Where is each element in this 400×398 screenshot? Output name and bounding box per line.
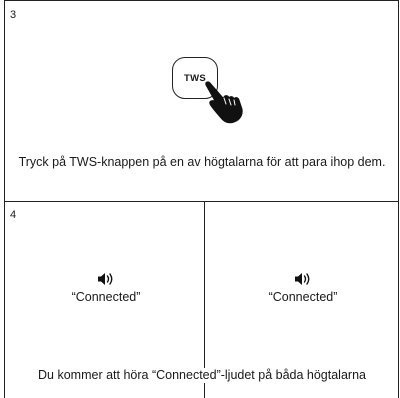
step-3-number: 3 bbox=[10, 9, 17, 21]
pointing-hand-icon bbox=[205, 81, 243, 124]
left-connected-label: “Connected” bbox=[71, 290, 141, 304]
step-4-caption: Du kommer att höra “Connected”-ljudet på… bbox=[10, 368, 394, 383]
column-divider bbox=[204, 201, 205, 398]
left-speaker-status: “Connected” bbox=[26, 271, 186, 305]
instruction-frame bbox=[4, 0, 399, 398]
speaker-sound-icon bbox=[98, 273, 113, 285]
section-divider bbox=[4, 201, 399, 202]
speaker-sound-icon bbox=[295, 273, 310, 285]
tws-button-label: TWS bbox=[183, 72, 206, 84]
step-3-caption: Tryck på TWS-knappen på en av högtalarna… bbox=[18, 155, 386, 169]
right-connected-label: “Connected” bbox=[268, 290, 338, 304]
top-border bbox=[4, 0, 399, 1]
step-4-number: 4 bbox=[10, 209, 17, 221]
tws-illustration: TWS bbox=[170, 55, 252, 127]
right-speaker-status: “Connected” bbox=[223, 271, 383, 305]
